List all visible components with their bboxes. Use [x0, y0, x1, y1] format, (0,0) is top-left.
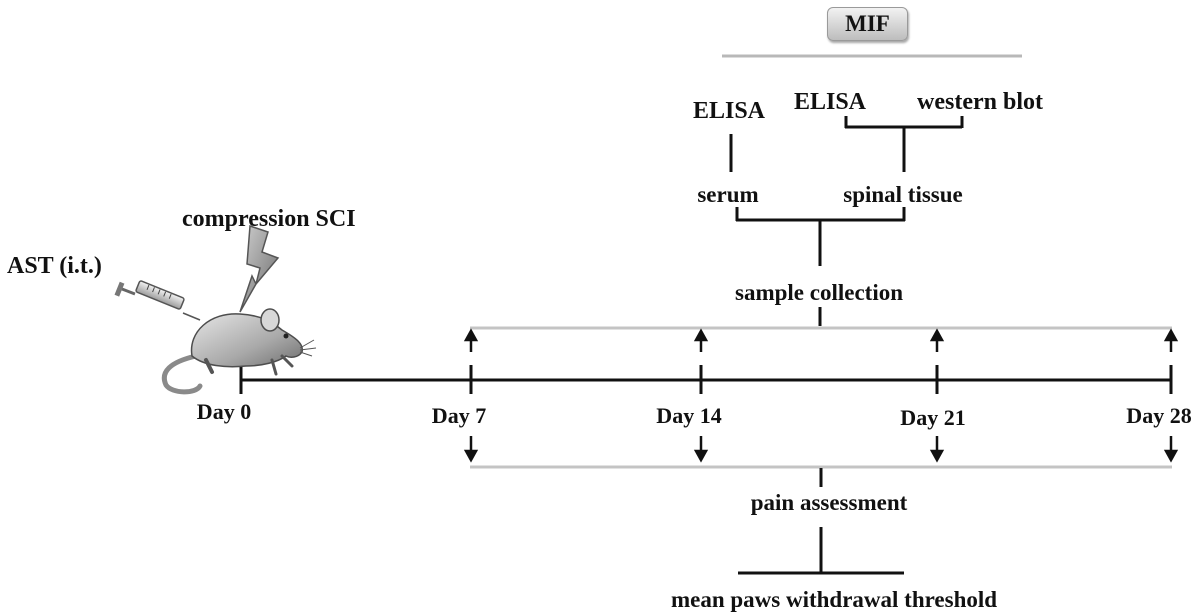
mouse-hind-leg	[204, 358, 214, 374]
syringe-icon	[114, 280, 201, 321]
syringe-barrel	[135, 280, 185, 310]
down-arrowhead-day14	[693, 449, 709, 463]
sample-collection-label: sample collection	[735, 280, 903, 305]
syringe-plunger-cap	[114, 281, 125, 297]
down-arrowhead-day28	[1163, 449, 1179, 463]
syringe-graduations	[146, 284, 172, 299]
mouse-whiskers	[299, 339, 317, 357]
syringe-needle	[182, 312, 201, 321]
mouse-front-legs	[270, 354, 294, 376]
day-label: Day 7	[431, 403, 487, 428]
tissue-elisa-label: ELISA	[793, 89, 867, 115]
mouse-ear	[260, 308, 280, 332]
mif-label-box: MIF	[827, 7, 908, 41]
timeline-ticks	[239, 365, 1173, 394]
mif-label: MIF	[845, 11, 890, 36]
day-label: Day 0	[196, 399, 252, 424]
pain-assessment-label: pain assessment	[750, 490, 908, 515]
down-arrowhead-day21	[929, 449, 945, 463]
day-label: Day 28	[1126, 403, 1192, 428]
serum-elisa-label: ELISA	[692, 98, 766, 124]
down-arrowhead-day7	[463, 449, 479, 463]
day-label: Day 14	[656, 403, 722, 428]
mean-paws-withdrawal-threshold-label: mean paws withdrawal threshold	[670, 587, 998, 612]
mouse-icon	[162, 308, 317, 395]
ast-it-label: AST (i.t.)	[7, 253, 102, 279]
assessment-arrows	[463, 436, 1179, 463]
day-label: Day 21	[900, 405, 966, 430]
compression-sci-label: compression SCI	[182, 206, 356, 232]
serum-label: serum	[697, 182, 759, 207]
spinal-tissue-label: spinal tissue	[843, 182, 963, 207]
mouse-eye	[283, 333, 289, 339]
lightning-bolt-icon	[239, 224, 280, 313]
up-arrowhead-day7	[463, 328, 479, 342]
western-blot-label: western blot	[917, 89, 1043, 115]
sampling-arrows	[463, 328, 1179, 352]
up-arrowhead-day28	[1163, 328, 1179, 342]
up-arrowhead-day21	[929, 328, 945, 342]
up-arrowhead-day14	[693, 328, 709, 342]
mouse-tail	[162, 353, 203, 395]
syringe-plunger-rod	[121, 287, 136, 296]
